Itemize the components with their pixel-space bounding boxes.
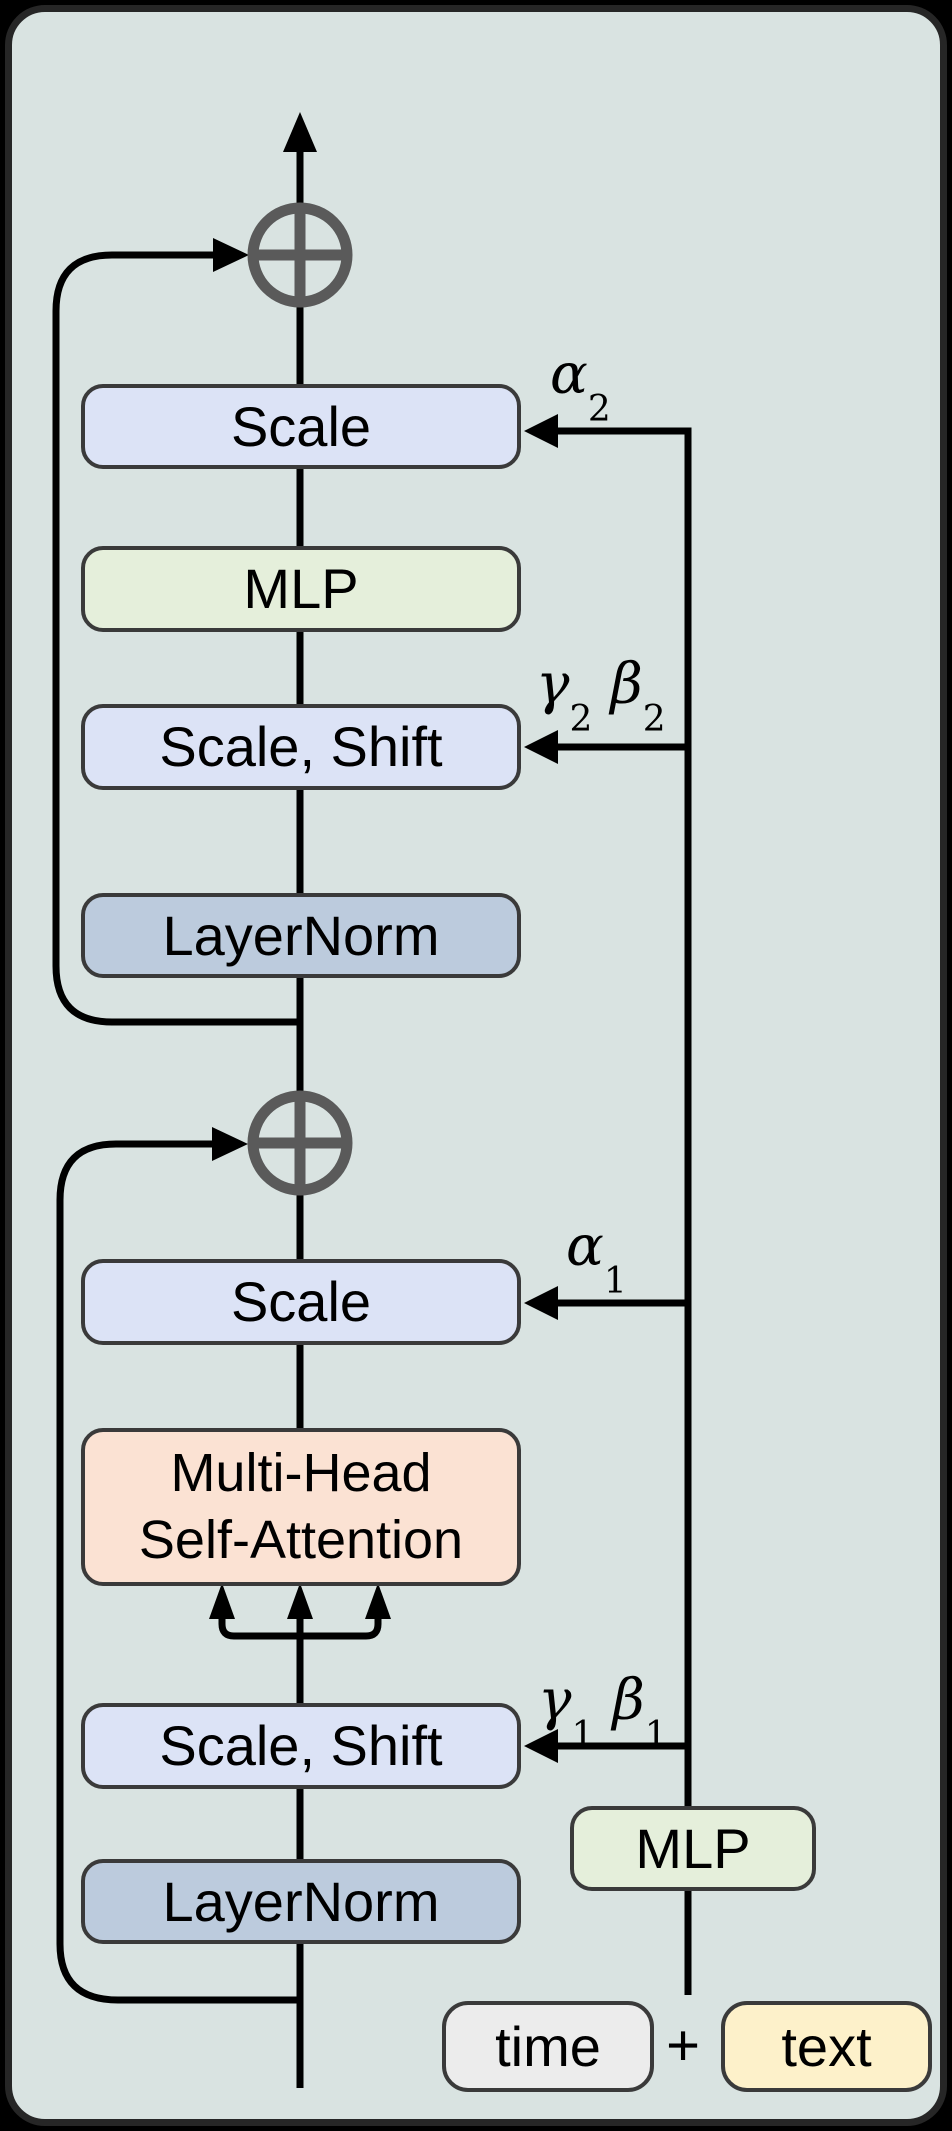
- alpha1-arrowhead: [524, 1286, 558, 1320]
- attention-label-line1: Multi-Head: [170, 1442, 432, 1503]
- layernorm-box-attention-branch: LayerNorm: [81, 1859, 521, 1944]
- alpha1-label: α1: [566, 1214, 627, 1302]
- mlp-label: MLP: [243, 557, 359, 620]
- gamma1-beta1-arrowhead: [524, 1729, 558, 1763]
- attention-label-line2: Self-Attention: [138, 1510, 464, 1570]
- gamma1-beta1-label: γ1 β1: [538, 1668, 668, 1756]
- scale-box-mlp-branch: Scale: [81, 384, 521, 469]
- scale-shift-label: Scale, Shift: [159, 1714, 443, 1777]
- scale-label: Scale: [230, 394, 372, 458]
- gamma2-beta2-arrowhead: [524, 730, 558, 764]
- conditioning-trunk-line: [552, 427, 692, 1995]
- scale-shift-box-mlp-branch: Scale, Shift: [81, 704, 521, 790]
- gamma2-beta2-label: γ2 β2: [536, 652, 666, 740]
- skip-arrowhead-mlp: [213, 238, 249, 272]
- qkv-arrowhead-center: [287, 1583, 313, 1619]
- scale-shift-box-attention-branch: Scale, Shift: [81, 1703, 521, 1789]
- conditioning-mlp-label: MLP: [635, 1816, 751, 1880]
- alpha2-arrowhead: [524, 414, 558, 448]
- layernorm-box-mlp-branch: LayerNorm: [81, 893, 521, 978]
- text-label: text: [781, 2014, 872, 2078]
- text-input-box: text: [721, 2001, 932, 2092]
- scale-box-attention-branch: Scale: [81, 1259, 521, 1345]
- output-arrowhead: [283, 112, 317, 152]
- qkv-arrowhead-right: [365, 1583, 391, 1619]
- add-icon-mlp-branch: [247, 202, 353, 308]
- mlp-box-mlp-branch: MLP: [81, 546, 521, 632]
- scale-label: Scale: [230, 1270, 372, 1333]
- add-icon-attention-branch: [247, 1090, 353, 1196]
- layernorm-label: LayerNorm: [162, 1869, 440, 1933]
- layernorm-label: LayerNorm: [162, 903, 440, 967]
- skip-arrowhead-attention: [212, 1127, 248, 1161]
- qkv-split-connector: [218, 1618, 382, 1640]
- multi-head-self-attention-box: Multi-Head Self-Attention: [81, 1428, 521, 1586]
- alpha2-label: α2: [550, 342, 611, 430]
- qkv-arrowhead-left: [209, 1583, 235, 1619]
- time-input-box: time: [442, 2001, 654, 2092]
- residual-skip-attention-branch: [56, 1140, 300, 2004]
- time-label: time: [495, 2014, 601, 2078]
- scale-shift-label: Scale, Shift: [159, 715, 443, 778]
- conditioning-mlp-box: MLP: [570, 1806, 816, 1891]
- residual-skip-mlp-branch: [52, 251, 300, 1026]
- plus-sign: +: [666, 2013, 700, 2078]
